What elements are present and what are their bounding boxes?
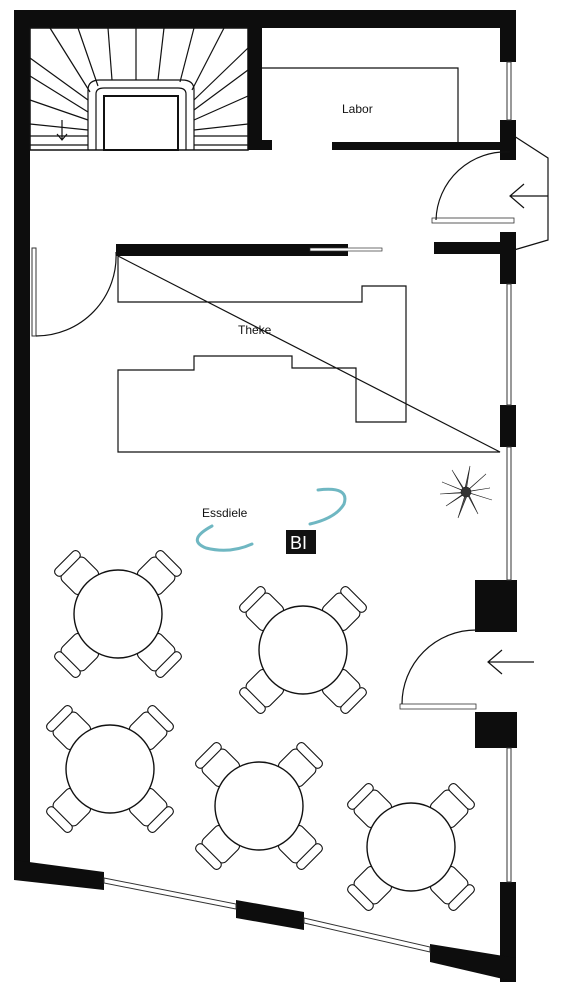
window-right-2	[506, 283, 512, 406]
round-table	[366, 802, 456, 892]
window-right-4	[506, 747, 512, 883]
wall-bottom-mid	[236, 900, 304, 930]
wall-right-block-2	[475, 712, 517, 748]
label-theke: Theke	[238, 323, 272, 337]
wall-left	[14, 10, 30, 880]
table-set-4	[193, 740, 325, 872]
labor-room	[262, 67, 510, 150]
table-set-2	[237, 584, 369, 716]
left-door-swing	[35, 251, 117, 337]
table-set-5	[345, 781, 477, 913]
wall-right-block-1	[475, 580, 517, 632]
staircase	[29, 27, 272, 151]
watermark-logo: BI	[195, 487, 347, 554]
right-entrance-upper	[431, 135, 549, 254]
outer-walls	[14, 10, 517, 982]
round-table	[258, 605, 348, 695]
right-entrance-lower	[399, 629, 534, 710]
wall-right-pillar-1	[500, 120, 516, 160]
window-left-door	[31, 247, 37, 337]
table-set-1	[52, 548, 184, 680]
label-essdiele: Essdiele	[202, 506, 248, 520]
wall-bottom-right	[430, 944, 516, 982]
bottom-windows	[103, 877, 431, 953]
wall-bottom-left	[14, 860, 104, 890]
round-table	[214, 761, 304, 851]
table-set-3	[44, 703, 176, 835]
left-arrow-icon	[509, 183, 548, 209]
label-labor: Labor	[342, 102, 373, 116]
window-right-3	[506, 446, 512, 581]
right-windows	[31, 61, 512, 883]
wall-top	[14, 10, 516, 28]
stair-arrow-icon	[56, 120, 68, 141]
window-right-1	[506, 61, 512, 121]
window-bottom-2	[303, 917, 431, 953]
round-table	[73, 569, 163, 659]
counter	[116, 244, 501, 453]
round-table	[65, 724, 155, 814]
logo-text: BI	[290, 533, 307, 553]
plant-icon	[439, 465, 493, 519]
window-bottom-1	[103, 877, 237, 910]
left-arrow-icon	[487, 649, 534, 675]
wall-right-pillar-2	[500, 232, 516, 284]
wall-right-pillar-3	[500, 405, 516, 447]
wall-right-top	[500, 10, 516, 62]
